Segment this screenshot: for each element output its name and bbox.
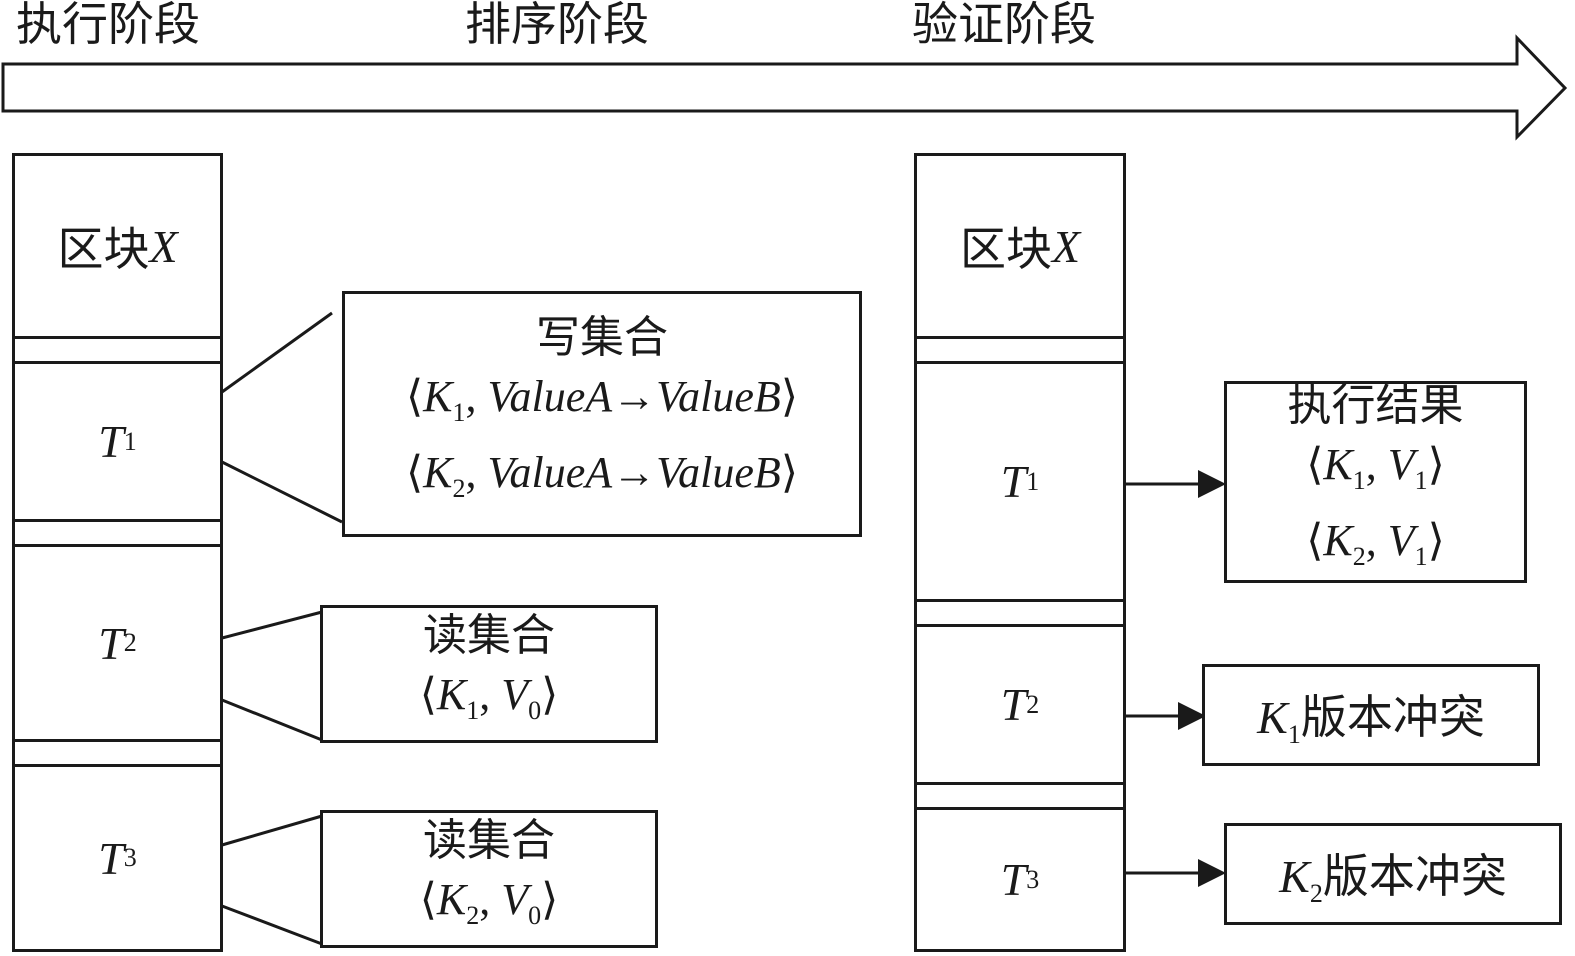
- conflict-k2-index: 2: [1309, 878, 1323, 908]
- t2-to-conflict-arrowhead: [1178, 702, 1206, 730]
- left-tx-t2-index: 2: [123, 628, 137, 657]
- left-tx-t1-index: 1: [123, 426, 137, 456]
- right-tx-t3-letter: T: [1000, 854, 1027, 905]
- t1-to-writeset-line-top: [221, 311, 333, 394]
- t3-to-readset-line-top: [221, 814, 323, 847]
- read-set-t3-row: ⟨K2, V0⟩: [419, 875, 559, 930]
- conflict-box-k1: K1版本冲突: [1202, 664, 1540, 766]
- t2-to-readset-line-bottom: [221, 698, 323, 742]
- phase-label-order: 排序阶段: [465, 0, 649, 51]
- right-tx-t1-letter: T: [1000, 456, 1027, 507]
- right-block-separator-1: [914, 336, 1126, 364]
- left-tx-t3-letter: T: [98, 832, 124, 884]
- write-set-box: 写集合 ⟨K1, ValueA→ValueB⟩ ⟨K2, ValueA→Valu…: [342, 291, 862, 537]
- left-block-header-text: 区块: [57, 222, 150, 276]
- left-block-header-var: X: [149, 220, 178, 272]
- t3-to-conflict-arrowhead: [1198, 859, 1226, 887]
- t2-to-readset-line-top: [221, 610, 323, 640]
- left-block-separator-2: [12, 519, 223, 547]
- right-tx-t1-index: 1: [1026, 466, 1040, 496]
- write-set-title: 写集合: [536, 312, 668, 363]
- read-set-t2-box: 读集合 ⟨K1, V0⟩: [320, 605, 658, 743]
- read-set-t3-box: 读集合 ⟨K2, V0⟩: [320, 810, 658, 948]
- exec-result-title: 执行结果: [1287, 380, 1464, 431]
- left-block-separator-3: [12, 739, 223, 767]
- t1-to-result-arrowhead: [1198, 470, 1226, 498]
- left-tx-t1-letter: T: [98, 416, 124, 467]
- left-block-separator-1: [12, 336, 223, 364]
- read-set-t3-title: 读集合: [423, 815, 555, 866]
- t1-to-writeset-line-bottom: [221, 460, 343, 524]
- exec-result-box: 执行结果 ⟨K1, V1⟩ ⟨K2, V1⟩: [1224, 380, 1527, 583]
- right-block-header-var: X: [1051, 220, 1081, 272]
- conflict-k1-text: 版本冲突: [1300, 689, 1485, 744]
- conflict-k2-key: K: [1279, 850, 1310, 902]
- left-tx-t3-index: 3: [123, 843, 137, 872]
- left-tx-t2-letter: T: [98, 617, 124, 669]
- right-block-separator-3: [914, 782, 1126, 810]
- conflict-box-k2: K2版本冲突: [1224, 823, 1562, 925]
- phase-label-validate: 验证阶段: [912, 0, 1096, 51]
- timeline-arrow: [1, 34, 1568, 141]
- write-set-row-1: ⟨K1, ValueA→ValueB⟩: [406, 372, 798, 427]
- right-tx-t2-letter: T: [1000, 679, 1027, 730]
- exec-result-row-2: ⟨K2, V1⟩: [1306, 516, 1445, 571]
- conflict-k1-index: 1: [1287, 719, 1301, 749]
- read-set-t2-title: 读集合: [423, 610, 555, 661]
- conflict-k2-text: 版本冲突: [1322, 848, 1507, 903]
- t3-to-readset-line-bottom: [221, 904, 323, 946]
- right-tx-t2-index: 2: [1026, 689, 1040, 719]
- read-set-t2-row: ⟨K1, V0⟩: [419, 670, 559, 725]
- conflict-k1-key: K: [1257, 691, 1288, 743]
- phase-label-execute: 执行阶段: [16, 0, 200, 51]
- write-set-row-2: ⟨K2, ValueA→ValueB⟩: [406, 448, 798, 503]
- right-block-separator-2: [914, 599, 1126, 627]
- right-block-header-text: 区块: [959, 222, 1052, 276]
- right-tx-t3-index: 3: [1026, 864, 1040, 894]
- exec-result-row-1: ⟨K1, V1⟩: [1306, 440, 1445, 495]
